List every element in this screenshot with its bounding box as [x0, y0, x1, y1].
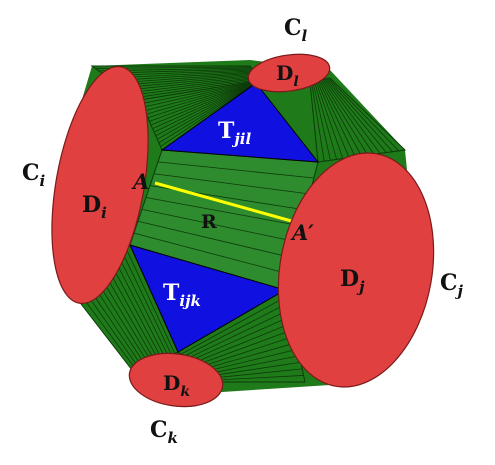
surface-ruling-line: [118, 256, 169, 357]
label-dl: Dl: [276, 61, 299, 90]
surface-ruling-line: [322, 79, 375, 155]
surface-ruling-line: [114, 260, 166, 358]
rectangle-ruling-line: [145, 197, 302, 227]
surface-ruling-line: [209, 355, 300, 374]
surface-ruling-line: [122, 252, 172, 355]
surface-ruling-line: [158, 82, 258, 144]
surface-ruling-line: [312, 81, 331, 161]
surface-ruling-line: [193, 322, 293, 364]
surface-ruling-line: [126, 75, 259, 91]
surface-ruling-line: [133, 77, 261, 96]
rectangle-ruling-line: [153, 173, 310, 195]
surface-ruling-line: [107, 268, 159, 360]
label-cj: Cj: [440, 270, 464, 300]
surface-ruling-line: [328, 78, 400, 152]
surface-ruling-line: [150, 81, 260, 126]
surface-ruling-line: [325, 78, 387, 153]
label-cl: Cl: [284, 15, 308, 45]
surface-ruling-line: [147, 80, 260, 119]
surface-ruling-line: [218, 375, 304, 381]
surface-ruling-line: [160, 82, 257, 147]
surface-ruling-line: [190, 315, 291, 361]
surface-ruling-line: [315, 80, 344, 159]
surface-ruling-line: [96, 280, 149, 364]
surface-rulings: [81, 66, 400, 381]
disk-dl: [247, 53, 331, 93]
surface-ruling-line: [206, 348, 298, 372]
surface-ruling-line: [199, 335, 296, 368]
segment-a-a-prime: [154, 181, 296, 224]
surface-ruling-line: [316, 80, 350, 158]
label-tjil: Tjil: [218, 118, 252, 148]
surface-ruling-line: [88, 287, 143, 367]
disk-dj: [277, 152, 435, 388]
surface-ruling-line: [149, 80, 260, 122]
surface-ruling-line: [323, 78, 381, 154]
surface-ruling-line: [115, 72, 257, 84]
surface-ruling-line: [184, 302, 289, 357]
surface-ruling-line: [103, 272, 156, 362]
surface-ruling-line: [196, 329, 294, 366]
surface-ruling-line: [129, 76, 260, 94]
rectangle-ruling-line: [141, 208, 298, 243]
surface-ruling-line: [157, 82, 258, 140]
surface-ruling-line: [153, 81, 259, 133]
surface-ruling-line: [143, 80, 262, 108]
label-ci: Ci: [22, 160, 46, 190]
surface-ruling-line: [215, 368, 303, 379]
surface-ruling-line: [155, 81, 258, 137]
surface-ruling-line: [311, 81, 325, 162]
surface-ruling-line: [321, 79, 369, 156]
rectangle-ruling-line: [157, 161, 314, 179]
rectangle-ruling-line: [137, 220, 294, 259]
surface-ruling-line: [125, 248, 176, 354]
surface-ruling-line: [81, 295, 136, 369]
surface-ruling-line: [141, 79, 262, 104]
label-tijk: Tijk: [163, 280, 201, 310]
surface-ruling-line: [111, 264, 162, 359]
surface-ruling-line: [203, 342, 297, 370]
surface-ruling-line: [319, 79, 362, 157]
surface-ruling-line: [326, 78, 393, 152]
label-dj: Dj: [340, 266, 365, 296]
triangle-tijk: [129, 244, 287, 353]
surface-ruling-line: [136, 78, 262, 98]
surface-ruling-line: [144, 80, 261, 112]
triangle-tjil: [160, 82, 320, 163]
surface-ruling-line: [313, 81, 338, 160]
label-a: A: [131, 169, 149, 194]
label-a-prime: A′: [290, 220, 314, 245]
surface-ruling-line: [122, 74, 258, 89]
label-ck: Ck: [150, 417, 178, 447]
label-r: R: [201, 211, 217, 233]
surface-ruling-line: [119, 73, 257, 86]
surface-ruling-line: [92, 284, 146, 366]
surface-ruling-line: [318, 80, 356, 158]
label-dk: Dk: [163, 371, 190, 400]
label-di: Di: [82, 192, 107, 222]
surface-ruling-line: [187, 309, 290, 359]
surface-ruling-line: [85, 291, 139, 368]
surface-ruling-line: [99, 276, 153, 363]
disk-di: [51, 65, 149, 305]
rectangle-ruling-line: [133, 232, 290, 275]
surface-ruling-line: [180, 296, 287, 355]
disk-dk: [128, 352, 224, 408]
surface-ruling-line: [212, 361, 301, 376]
surface-ruling-line: [152, 81, 259, 129]
surface-ruling-line: [146, 80, 261, 115]
